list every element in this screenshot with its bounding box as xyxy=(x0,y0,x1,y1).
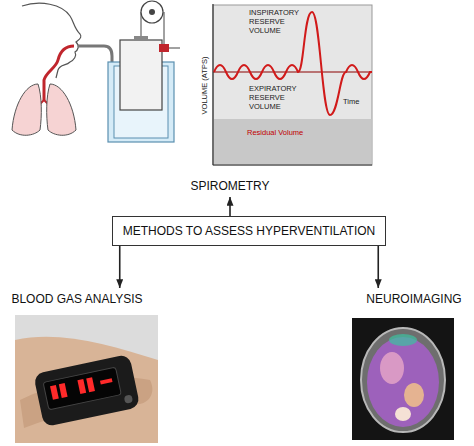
method-heading: SPIROMETRY xyxy=(186,175,273,197)
display-segment xyxy=(86,377,95,392)
skull xyxy=(361,328,445,432)
axis-title: Time xyxy=(342,97,360,106)
head-outline xyxy=(22,3,81,78)
display-segment xyxy=(50,385,59,400)
node-text: NEUROIMAGING xyxy=(366,292,461,306)
pulley xyxy=(141,1,163,23)
arrow-connector xyxy=(377,246,379,288)
eyes-region xyxy=(389,334,417,346)
display-segment xyxy=(59,383,68,398)
activity-spot xyxy=(404,383,424,407)
photo-ground xyxy=(15,315,158,443)
oximeter-button xyxy=(124,394,133,403)
node-text: METHODS TO ASSESS HYPERVENTILATION xyxy=(123,224,376,238)
node-text: SPIROMETRY xyxy=(190,179,269,193)
brain-activity xyxy=(367,337,439,427)
oximeter-display xyxy=(43,367,121,410)
activity-spot xyxy=(395,407,411,421)
oximeter-device xyxy=(33,354,140,427)
arrow-connector xyxy=(119,246,121,288)
node-text: BLOOD GAS ANALYSIS xyxy=(11,292,142,306)
recorder-pen xyxy=(169,48,180,49)
pulley-axle xyxy=(149,9,155,15)
counterweight xyxy=(159,44,169,52)
y-axis xyxy=(212,4,213,165)
residual-band xyxy=(214,119,372,165)
oximeter-body xyxy=(33,354,140,427)
hand xyxy=(15,337,158,443)
volume-label: EXPIRATORY RESERVE VOLUME xyxy=(248,84,300,111)
graph-area xyxy=(213,5,372,165)
display-bar xyxy=(100,378,113,384)
volume-label: Residual Volume xyxy=(246,128,304,137)
volume-label: INSPIRATORY RESERVE VOLUME xyxy=(248,8,300,35)
method-heading: BLOOD GAS ANALYSIS xyxy=(7,288,146,310)
activity-spot xyxy=(380,352,404,384)
axis-title: VOLUME (ATPS) xyxy=(200,55,209,115)
process-box: METHODS TO ASSESS HYPERVENTILATION xyxy=(112,216,387,246)
lung xyxy=(12,84,41,135)
bell-cap xyxy=(134,36,148,41)
method-heading: NEUROIMAGING xyxy=(362,288,465,310)
spirometer-bell xyxy=(120,40,162,110)
pulley-string xyxy=(164,12,165,44)
scan-ground xyxy=(352,318,454,440)
x-axis xyxy=(213,165,372,166)
arrow-connector xyxy=(229,197,231,216)
display-segment xyxy=(77,379,86,394)
lung xyxy=(47,84,76,135)
